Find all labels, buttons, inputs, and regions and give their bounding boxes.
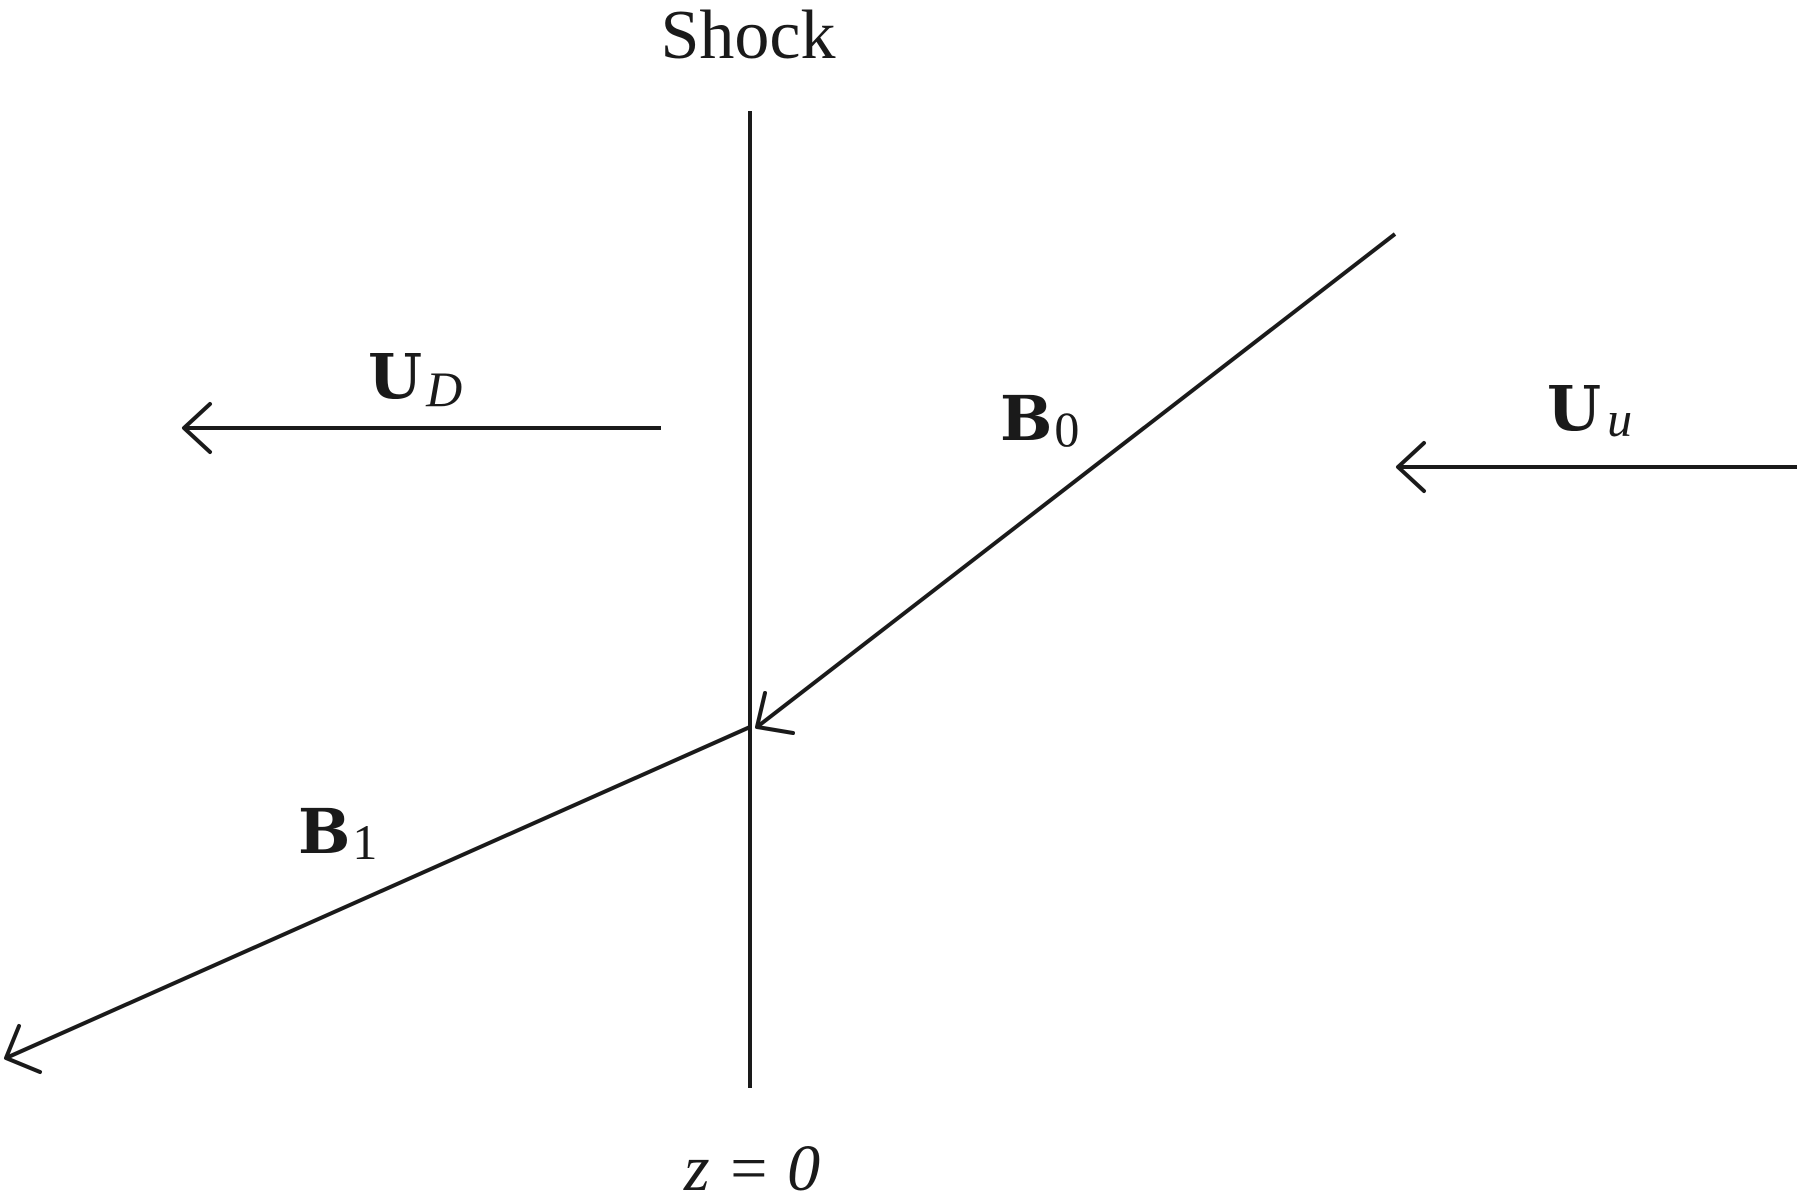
b-upstream-label: B0 (1000, 382, 1079, 457)
u-downstream-arrow (182, 402, 661, 454)
position-label: z = 0 (683, 1132, 820, 1194)
b-downstream-label: B1 (298, 795, 377, 870)
u-downstream-label: UD (368, 340, 462, 417)
b-downstream-field-line (4, 725, 751, 1074)
shock-title: Shock (661, 0, 836, 74)
u-upstream-arrow (1396, 441, 1797, 493)
b-upstream-field-line (755, 232, 1397, 735)
